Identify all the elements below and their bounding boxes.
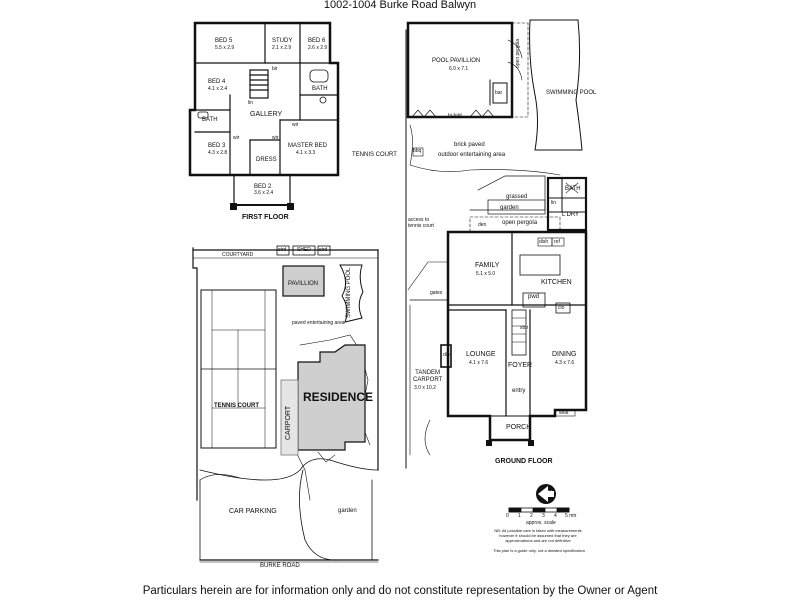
- measurement-note: NB: All possible care is taken with meas…: [494, 528, 582, 543]
- residence-label: RESIDENCE: [303, 390, 374, 404]
- pool-pavillion-size: 6.0 x 7.1: [449, 66, 469, 72]
- room-study-label: STUDY: [272, 38, 293, 44]
- scale-tick: 2: [530, 513, 533, 519]
- scale-tick: 1: [518, 513, 521, 519]
- room-master-size: 4.1 x 3.3: [296, 150, 316, 156]
- room-bed3-label: BED 3: [208, 143, 226, 149]
- car-parking-label: CAR PARKING: [229, 508, 277, 515]
- room-study-size: 2.1 x 2.9: [272, 45, 292, 51]
- room-bed2-label: BED 2: [254, 184, 272, 190]
- open-pergola-label: open pergola: [502, 220, 538, 226]
- scale-tick: 0: [506, 513, 509, 519]
- lounge-label: LOUNGE: [466, 351, 496, 358]
- ground-floor-heading: GROUND FLOOR: [495, 458, 553, 465]
- garden-strip-label: garden: [500, 205, 519, 211]
- ground-tennis-court-label: TENNIS COURT: [352, 152, 397, 158]
- scale-tick: 4: [554, 513, 557, 519]
- lounge-size: 4.1 x 7.6: [469, 360, 489, 366]
- bbq-label: bbq: [413, 148, 422, 154]
- residence-footprint: [297, 344, 366, 451]
- room-bath1-label: BATH: [202, 117, 218, 123]
- room-bath2-label: BATH: [312, 86, 328, 92]
- clo-label: clo: [558, 305, 565, 311]
- strd-label: strd: [319, 247, 328, 253]
- compass-letter: N: [548, 491, 553, 497]
- room-master-label: MASTER BED: [288, 143, 328, 149]
- kitchen-label: KITCHEN: [541, 279, 572, 286]
- ground-pool-label: SWIMMING POOL: [546, 90, 597, 96]
- guide-note: This plan is a guide only, not a detaile…: [493, 548, 585, 553]
- dish-label: dish: [539, 239, 549, 245]
- site-pool-label: SWIMMING POOL: [346, 267, 352, 318]
- lin-label: lin: [551, 200, 557, 206]
- room-bed4-size: 4.1 x 2.4: [208, 86, 228, 92]
- bi-fold-label: bi-fold: [448, 113, 462, 119]
- brick-paved-label: brick paved: [454, 142, 485, 148]
- paved-area-label: paved entertaining area: [292, 320, 345, 326]
- room-bed4-label: BED 4: [208, 79, 226, 85]
- scale-label: approx. scale: [526, 520, 556, 526]
- den-label: den: [478, 222, 487, 228]
- wir-label: wir: [233, 135, 240, 141]
- bath-label: BATH: [565, 186, 581, 192]
- page-title: 1002-1004 Burke Road Balwyn: [323, 0, 477, 11]
- garden-label: garden: [338, 508, 357, 514]
- room-bed5-size: 5.5 x 2.9: [215, 45, 235, 51]
- dining-size: 4.3 x 7.6: [555, 360, 575, 366]
- room-bed6-label: BED 6: [308, 38, 326, 44]
- open-pergola-vertical-label: open pergola: [515, 38, 521, 68]
- site-tennis-court-label: TENNIS COURT: [214, 403, 259, 409]
- carport-label: CARPORT: [285, 405, 292, 440]
- room-gallery-label: GALLERY: [250, 111, 283, 118]
- dp-label: d/p: [443, 352, 450, 358]
- scale-tick: 5 mtr: [565, 513, 577, 519]
- pool-pavillion-label: POOL PAVILLION: [432, 58, 481, 64]
- room-bed6-size: 2.6 x 2.9: [308, 45, 328, 51]
- grassed-label: grassed: [506, 194, 528, 200]
- ldry-label: L'DRY: [562, 212, 580, 218]
- burke-road-label: BURKE ROAD: [260, 563, 300, 569]
- wir-label: wir: [272, 135, 279, 141]
- tandem-carport-label: TANDEM CARPORT: [413, 370, 443, 383]
- family-size: 5.1 x 5.0: [476, 271, 496, 277]
- pwd-label: pwd: [528, 294, 540, 300]
- gates-label: gates: [430, 290, 443, 296]
- entry-label: entry: [512, 388, 526, 394]
- shed-label: SHED: [297, 247, 311, 253]
- carport-footprint: [280, 379, 299, 456]
- foyer-label: FOYER: [508, 362, 533, 369]
- scale-tick: 3: [542, 513, 545, 519]
- courtyard-label: COURTYARD: [222, 252, 254, 258]
- pavillion-label: PAVILLION: [288, 281, 319, 287]
- first-floor-walls: [188, 21, 340, 177]
- access-tennis-label: access to tennis court: [408, 217, 434, 229]
- wir-label: wir: [292, 122, 299, 128]
- room-bed3-size: 4.3 x 2.8: [208, 150, 228, 156]
- outdoor-entertaining-label: outdoor entertaining area: [438, 152, 506, 158]
- porch-label: PORCH: [506, 424, 532, 431]
- dining-label: DINING: [552, 351, 577, 358]
- room-bed5-label: BED 5: [215, 38, 233, 44]
- disclaimer-footer: Particulars herein are for information o…: [142, 585, 658, 597]
- room-dress-label: DRESS: [256, 157, 277, 163]
- bar-label: bar: [495, 90, 503, 96]
- family-label: FAMILY: [475, 262, 500, 269]
- north-compass-icon: [536, 484, 556, 504]
- bir-label: bir: [272, 66, 278, 72]
- first-floor-heading: FIRST FLOOR: [242, 214, 289, 221]
- tandem-carport-size: 3.0 x 10.2: [414, 385, 436, 391]
- strd-label: strd: [278, 247, 287, 253]
- stor-label: stor: [520, 325, 529, 331]
- lin-label: lin: [248, 100, 254, 106]
- seat-label: seat: [559, 410, 569, 416]
- pavillion-footprint: [282, 265, 325, 297]
- ref-label: ref: [554, 239, 560, 245]
- room-bed2-size: 3.6 x 2.4: [254, 190, 274, 196]
